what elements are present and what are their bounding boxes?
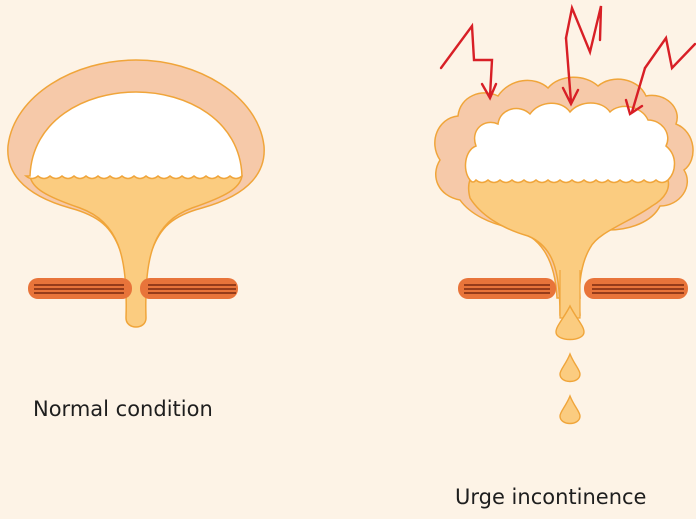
urge-droplets bbox=[556, 306, 584, 424]
caption-normal-condition: Normal condition bbox=[33, 397, 213, 421]
caption-urge-incontinence: Urge incontinence bbox=[455, 485, 646, 509]
droplet-icon bbox=[560, 354, 580, 382]
lightning-arrow-icon bbox=[441, 26, 496, 98]
droplet-icon bbox=[560, 396, 580, 424]
normal-urine bbox=[30, 176, 242, 327]
